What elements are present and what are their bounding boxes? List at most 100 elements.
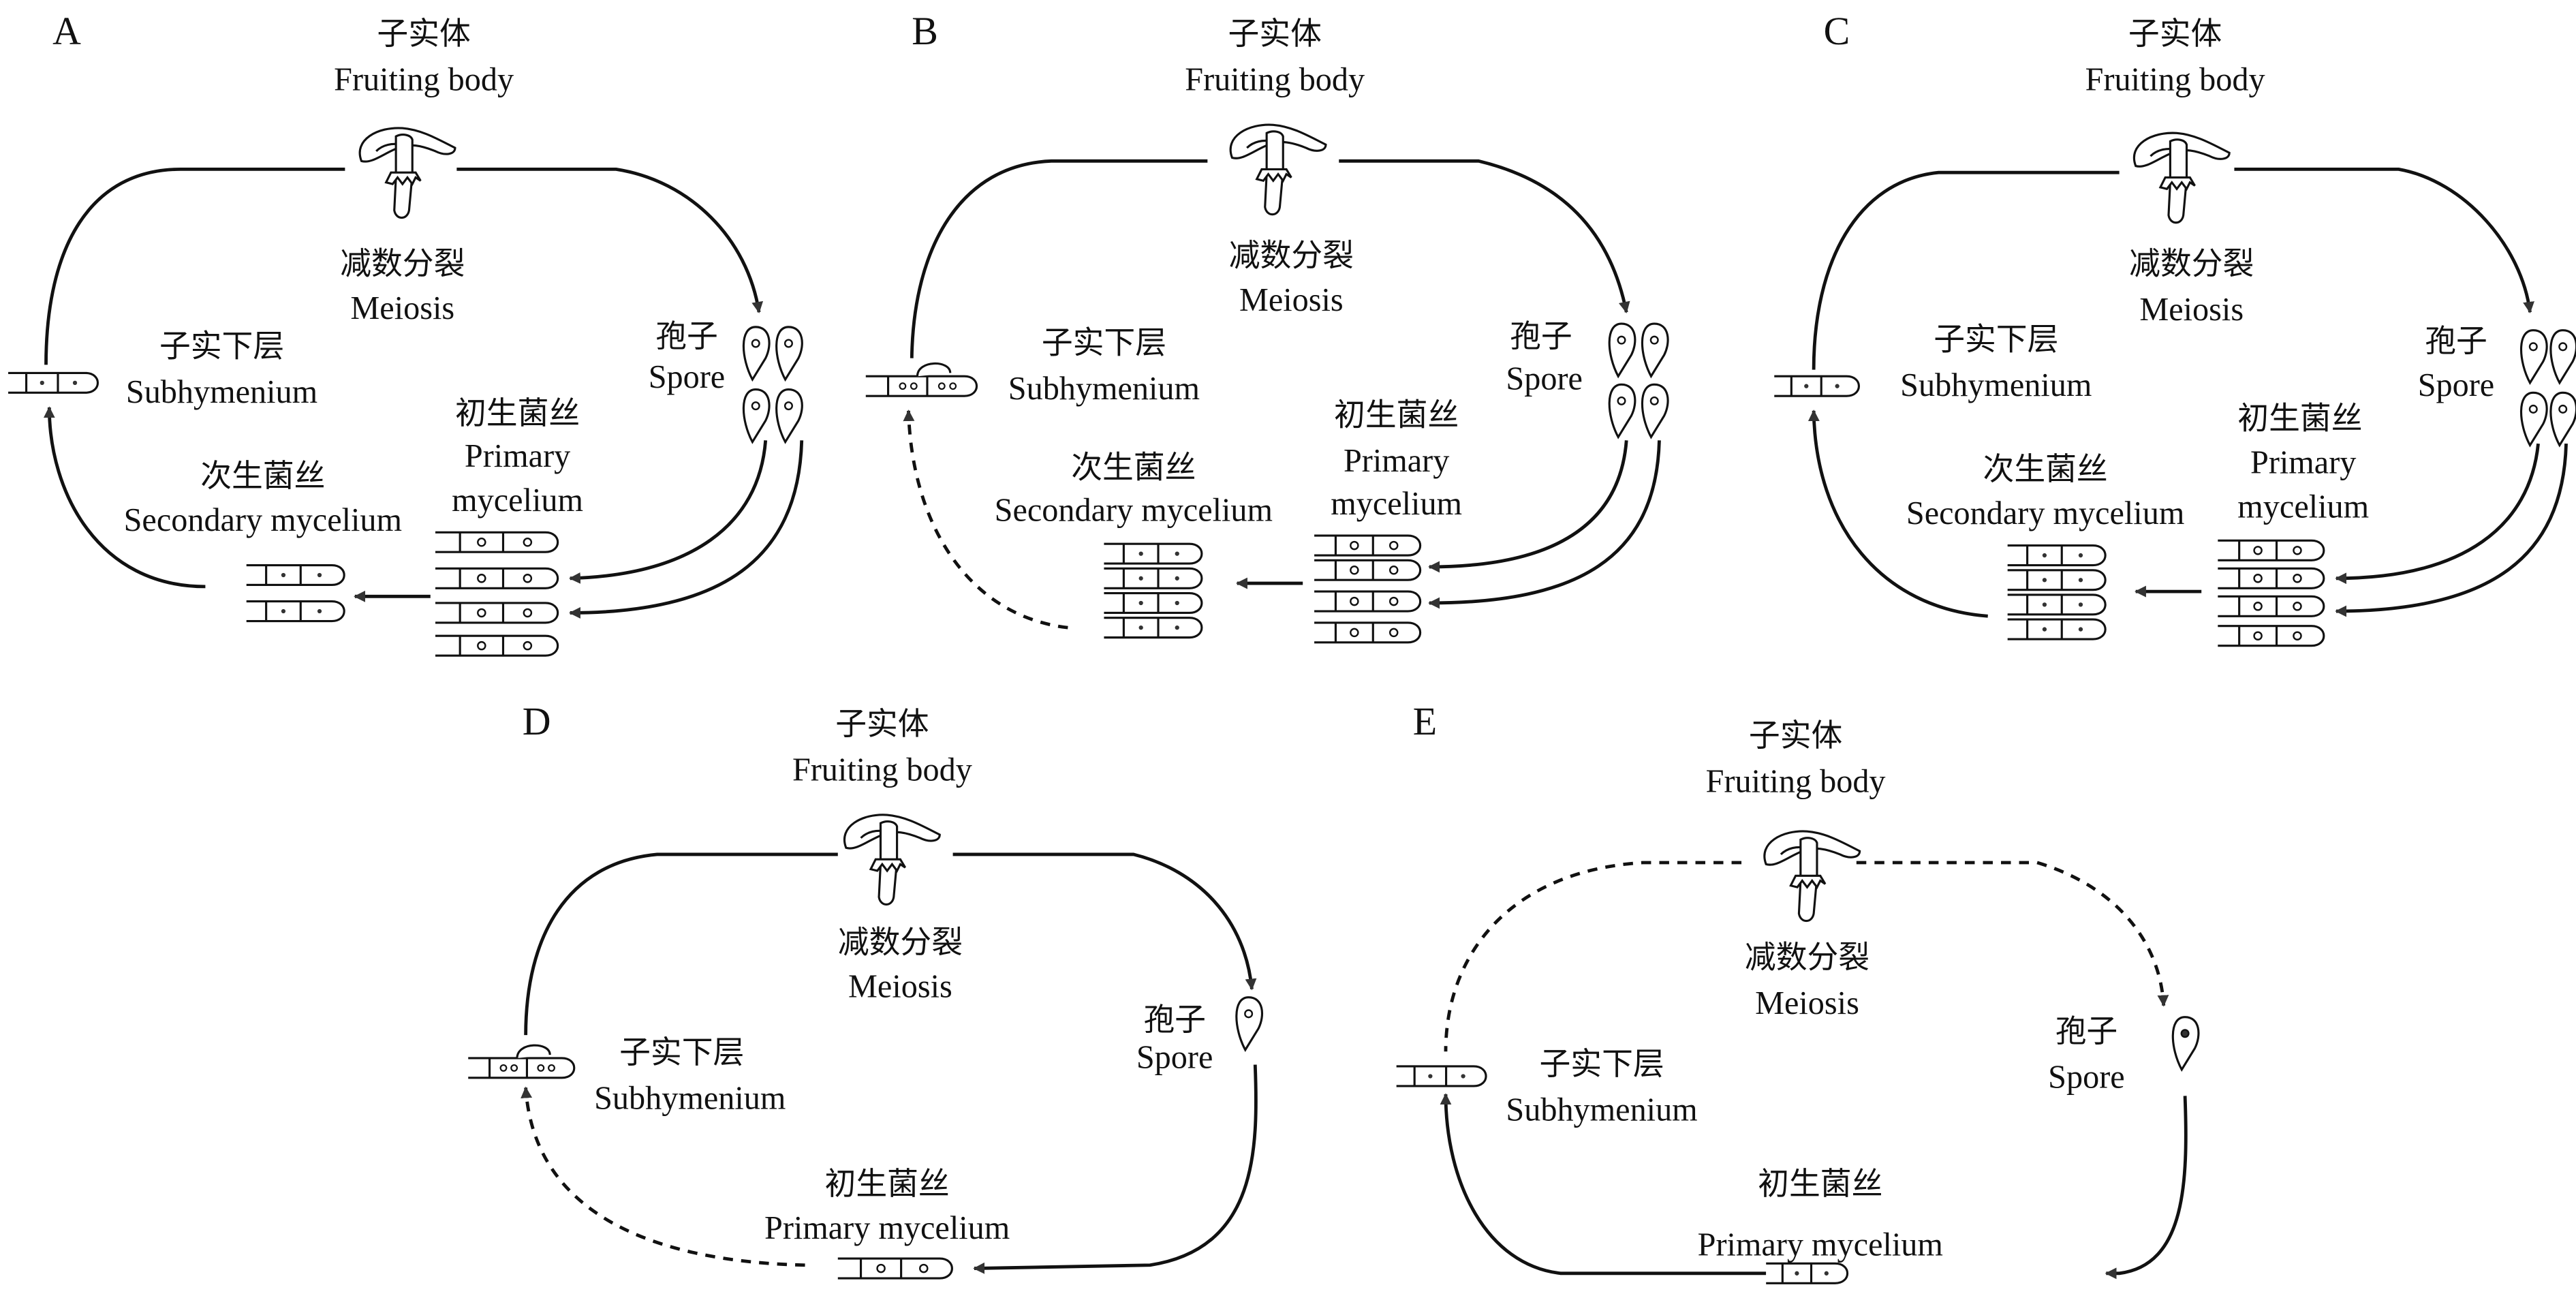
spore-label-zh: 孢子 xyxy=(2055,1014,2118,1049)
hypha-cell-icon xyxy=(435,567,559,589)
hypha-cell-icon xyxy=(435,602,559,624)
fruiting-body-label-zh: 子实体 xyxy=(377,16,470,51)
spore-label-en: Spore xyxy=(2418,367,2494,403)
spore-icon xyxy=(2171,1016,2200,1072)
fruiting-body-label-zh: 子实体 xyxy=(1228,16,1322,51)
cycle-arrow xyxy=(903,410,1068,630)
cycle-arrow xyxy=(456,167,764,313)
hypha-cell-icon xyxy=(1766,1262,1848,1284)
cycle-arrow xyxy=(1444,861,1742,1052)
fruiting-body-label-en: Fruiting body xyxy=(334,62,514,98)
hypha-cell-icon xyxy=(2007,593,2107,616)
subhymenium-label-zh: 子实下层 xyxy=(1042,325,1166,360)
hypha-cell-icon xyxy=(2218,539,2325,561)
panel-b: B 子实体 Fruiting body 减数分裂 Meiosis 子实下层 Subhymen… xyxy=(865,9,1669,644)
hypha-cell-icon xyxy=(2007,544,2107,567)
fruiting-body-label-zh: 子实体 xyxy=(2128,16,2222,51)
fruiting-body-label-en: Fruiting body xyxy=(1185,62,1365,98)
clamp-hypha-cell-icon xyxy=(865,362,978,397)
cycle-arrow xyxy=(43,406,206,589)
spore-icon xyxy=(1608,383,1636,439)
spore-icon xyxy=(2519,391,2548,448)
cycle-arrow xyxy=(1812,170,2120,370)
primary-mycelium-label-zh: 初生菌丝 xyxy=(1334,398,1459,433)
cycle-arrow xyxy=(2335,443,2540,585)
spore-icon xyxy=(742,326,771,382)
spore-label-en: Spore xyxy=(1136,1039,1213,1075)
primary-mycelium-label-en-2: mycelium xyxy=(1331,486,1462,522)
secondary-mycelium-label-en: Secondary mycelium xyxy=(1906,495,2184,531)
cycle-arrow xyxy=(1428,440,1628,573)
hypha-cell-icon xyxy=(435,531,559,553)
meiosis-label-zh: 减数分裂 xyxy=(340,247,465,281)
subhymenium-label-en: Subhymenium xyxy=(1008,371,1200,407)
cycle-arrow xyxy=(973,1064,1258,1274)
subhymenium-label-en: Subhymenium xyxy=(594,1081,786,1117)
cycle-arrow xyxy=(952,852,1257,991)
primary-mycelium-label-zh: 初生菌丝 xyxy=(1758,1166,1882,1201)
spore-icon xyxy=(1235,996,1264,1053)
primary-mycelium-label-zh: 初生菌丝 xyxy=(2237,401,2362,435)
panel-letter: D xyxy=(523,699,551,743)
panel-letter: A xyxy=(52,9,81,53)
hypha-cell-icon xyxy=(1104,591,1203,615)
meiosis-label-zh: 减数分裂 xyxy=(1229,238,1354,273)
cycle-arrow xyxy=(2234,167,2534,313)
subhymenium-label-zh: 子实下层 xyxy=(159,328,284,363)
hypha-cell-icon xyxy=(435,634,559,657)
secondary-mycelium-label-zh: 次生菌丝 xyxy=(200,459,325,493)
meiosis-label-zh: 减数分裂 xyxy=(838,925,963,960)
meiosis-label-en: Meiosis xyxy=(848,969,952,1005)
mushroom-icon xyxy=(2133,132,2231,224)
spore-icon xyxy=(775,326,803,382)
subhymenium-label-en: Subhymenium xyxy=(1900,367,2092,403)
fruiting-body-label-zh: 子实体 xyxy=(835,707,929,741)
spore-label-zh: 孢子 xyxy=(655,319,718,354)
spore-icon xyxy=(1608,322,1636,379)
spore-label-zh: 孢子 xyxy=(2425,324,2487,358)
hypha-cell-icon xyxy=(1104,542,1203,565)
hypha-cell-icon xyxy=(246,563,345,587)
spore-label-en: Spore xyxy=(2048,1059,2124,1095)
panel-letter: E xyxy=(1413,699,1437,743)
meiosis-label-en: Meiosis xyxy=(1239,282,1344,318)
cycle-arrow xyxy=(44,167,345,365)
cycle-arrow xyxy=(1807,410,1988,618)
spore-icon xyxy=(775,388,803,444)
primary-mycelium-label-en: Primary mycelium xyxy=(1698,1226,1943,1263)
mushroom-icon xyxy=(1229,123,1327,216)
meiosis-label-en: Meiosis xyxy=(350,290,454,326)
hypha-cell-icon xyxy=(2007,569,2107,591)
primary-mycelium-label-en: Primary xyxy=(465,438,570,474)
spore-icon xyxy=(1641,322,1669,379)
subhymenium-label-zh: 子实下层 xyxy=(619,1035,744,1070)
cycle-arrow xyxy=(1428,440,1661,609)
hypha-cell-icon xyxy=(1314,559,1421,581)
cycle-arrow xyxy=(569,440,804,619)
hypha-cell-icon xyxy=(1314,534,1421,557)
cycle-arrow xyxy=(1856,861,2169,1007)
primary-mycelium-label-en-2: mycelium xyxy=(452,482,583,519)
fruiting-body-label-en: Fruiting body xyxy=(2085,62,2265,98)
spore-label-zh: 孢子 xyxy=(1510,319,1572,354)
primary-mycelium-label-zh: 初生菌丝 xyxy=(455,396,580,431)
secondary-mycelium-label-zh: 次生菌丝 xyxy=(1983,452,2108,486)
subhymenium-label-en: Subhymenium xyxy=(1506,1092,1697,1128)
panel-letter: B xyxy=(912,9,938,53)
cycle-arrow xyxy=(2335,444,2568,617)
secondary-mycelium-label-zh: 次生菌丝 xyxy=(1071,450,1196,485)
primary-mycelium-label-en: Primary xyxy=(1344,443,1449,479)
spore-label-zh: 孢子 xyxy=(1143,1002,1206,1037)
subhymenium-label-zh: 子实下层 xyxy=(1539,1047,1664,1081)
spore-icon xyxy=(2549,329,2576,386)
spore-label-en: Spore xyxy=(1506,361,1583,397)
spore-icon xyxy=(742,388,771,444)
meiosis-label-zh: 减数分裂 xyxy=(2129,247,2254,281)
hypha-cell-icon xyxy=(2218,567,2325,589)
meiosis-label-zh: 减数分裂 xyxy=(1745,940,1869,974)
mushroom-icon xyxy=(843,814,941,906)
hypha-cell-icon xyxy=(1774,375,1860,397)
